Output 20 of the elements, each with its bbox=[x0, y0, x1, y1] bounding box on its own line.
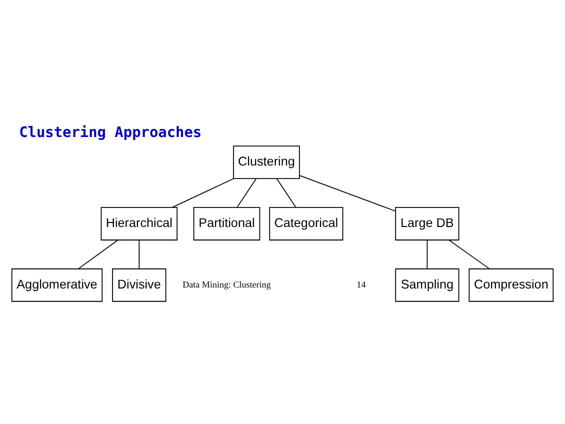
node-box: Sampling bbox=[395, 268, 460, 302]
node-box: Agglomerative bbox=[11, 268, 103, 302]
diagram-title: Clustering Approaches bbox=[19, 124, 202, 141]
connector bbox=[172, 178, 234, 208]
node-box: Large DB bbox=[395, 207, 460, 240]
node-box: Clustering bbox=[233, 146, 300, 180]
connector bbox=[448, 240, 490, 270]
connector bbox=[299, 175, 396, 212]
node-box: Partitional bbox=[193, 207, 260, 240]
node-box: Hierarchical bbox=[100, 207, 178, 240]
connector bbox=[138, 240, 140, 269]
connector bbox=[78, 240, 118, 270]
label: Data Mining: Clustering bbox=[182, 279, 271, 290]
node-box: Categorical bbox=[269, 207, 344, 240]
node-box: Compression bbox=[468, 268, 554, 302]
connector bbox=[236, 178, 256, 208]
connector bbox=[426, 240, 428, 269]
label: 14 bbox=[356, 279, 366, 290]
node-box: Divisive bbox=[112, 268, 166, 302]
connector bbox=[276, 178, 296, 208]
